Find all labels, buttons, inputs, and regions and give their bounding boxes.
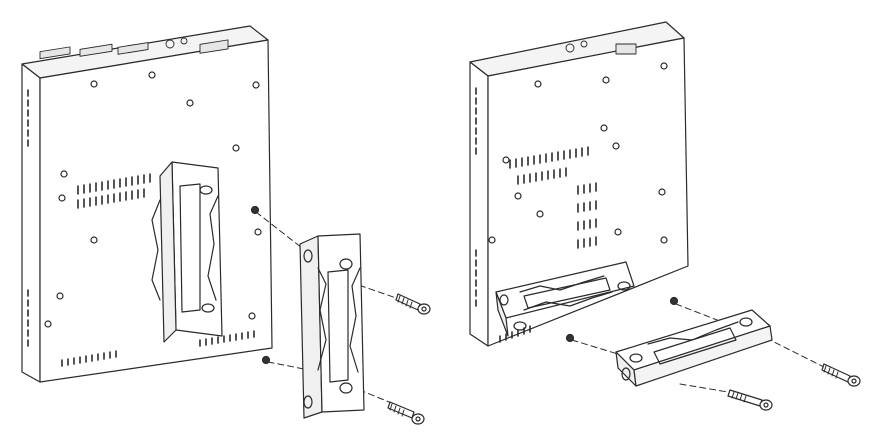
left-face-vents <box>61 173 255 367</box>
right-face-holes <box>488 62 668 244</box>
right-loose-screw-top <box>821 363 861 387</box>
right-device-screws <box>565 296 679 343</box>
left-loose-bracket <box>299 233 365 419</box>
left-loose-screw-top <box>395 293 431 315</box>
right-assembly <box>469 21 861 411</box>
right-face-vents <box>499 146 597 343</box>
right-loose-screw-bottom <box>727 389 773 411</box>
left-device-chassis <box>21 25 273 383</box>
left-loose-screw-bottom <box>387 401 425 425</box>
left-mounted-bracket <box>151 161 223 343</box>
right-top-connectors <box>565 40 637 55</box>
right-mounted-bracket <box>495 261 635 337</box>
left-assembly <box>21 25 431 425</box>
right-device-chassis <box>469 21 689 347</box>
right-loose-bracket <box>615 309 773 387</box>
left-face-holes <box>44 71 262 328</box>
left-top-connectors <box>39 37 229 60</box>
